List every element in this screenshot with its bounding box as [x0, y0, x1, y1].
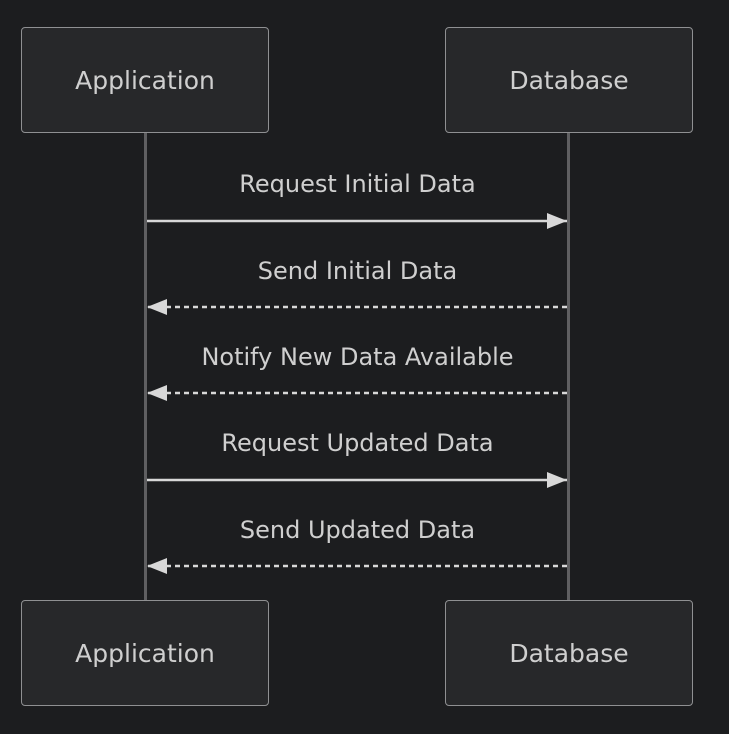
message-label-send-initial-data: Send Initial Data: [257, 257, 458, 285]
database-actor-label: Database: [509, 65, 629, 95]
database-actor-top: Database: [445, 27, 693, 133]
database-actor-label: Database: [509, 638, 629, 668]
database-actor-bottom: Database: [445, 600, 693, 706]
application-actor-label: Application: [75, 638, 215, 668]
application-lifeline: [144, 133, 147, 600]
message-label-request-initial-data: Request Initial Data: [239, 170, 476, 198]
message-label-send-updated-data: Send Updated Data: [239, 516, 476, 544]
application-actor-bottom: Application: [21, 600, 269, 706]
message-label-request-updated-data: Request Updated Data: [221, 429, 494, 457]
application-actor-label: Application: [75, 65, 215, 95]
message-label-notify-new-data: Notify New Data Available: [201, 343, 514, 371]
application-actor-top: Application: [21, 27, 269, 133]
database-lifeline: [567, 133, 570, 600]
